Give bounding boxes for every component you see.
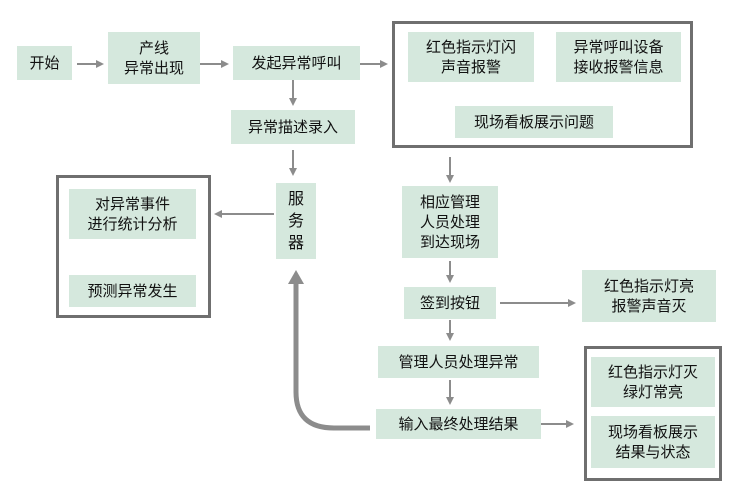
- board-show-result-node: 现场看板展示 结果与状态: [591, 416, 715, 468]
- manager-arrive-node: 相应管理 人员处理 到达现场: [402, 186, 498, 258]
- initiate-call-node: 发起异常呼叫: [233, 46, 360, 80]
- arrow-input-to-server-head: [288, 270, 304, 284]
- stats-analysis-node: 对异常事件 进行统计分析: [69, 189, 196, 239]
- sign-in-button-node: 签到按钮: [404, 287, 496, 319]
- red-light-flash-node: 红色指示灯闪 声音报警: [408, 32, 534, 82]
- line-abnormal-node: 产线 异常出现: [108, 32, 200, 84]
- arrow-input-to-server: [293, 282, 370, 431]
- red-off-green-on-node: 红色指示灯灭 绿灯常亮: [591, 357, 715, 407]
- manager-handle-node: 管理人员处理异常: [378, 346, 539, 378]
- server-node: 服 务 器: [276, 183, 316, 259]
- board-show-issue-node: 现场看板展示问题: [455, 106, 613, 138]
- predict-node: 预测异常发生: [69, 275, 196, 307]
- input-final-result-node: 输入最终处理结果: [376, 409, 541, 439]
- start-node: 开始: [17, 46, 72, 80]
- red-light-on-mute-node: 红色指示灯亮 报警声音灭: [582, 270, 716, 322]
- device-receive-node: 异常呼叫设备 接收报警信息: [556, 32, 681, 82]
- describe-input-node: 异常描述录入: [231, 110, 355, 144]
